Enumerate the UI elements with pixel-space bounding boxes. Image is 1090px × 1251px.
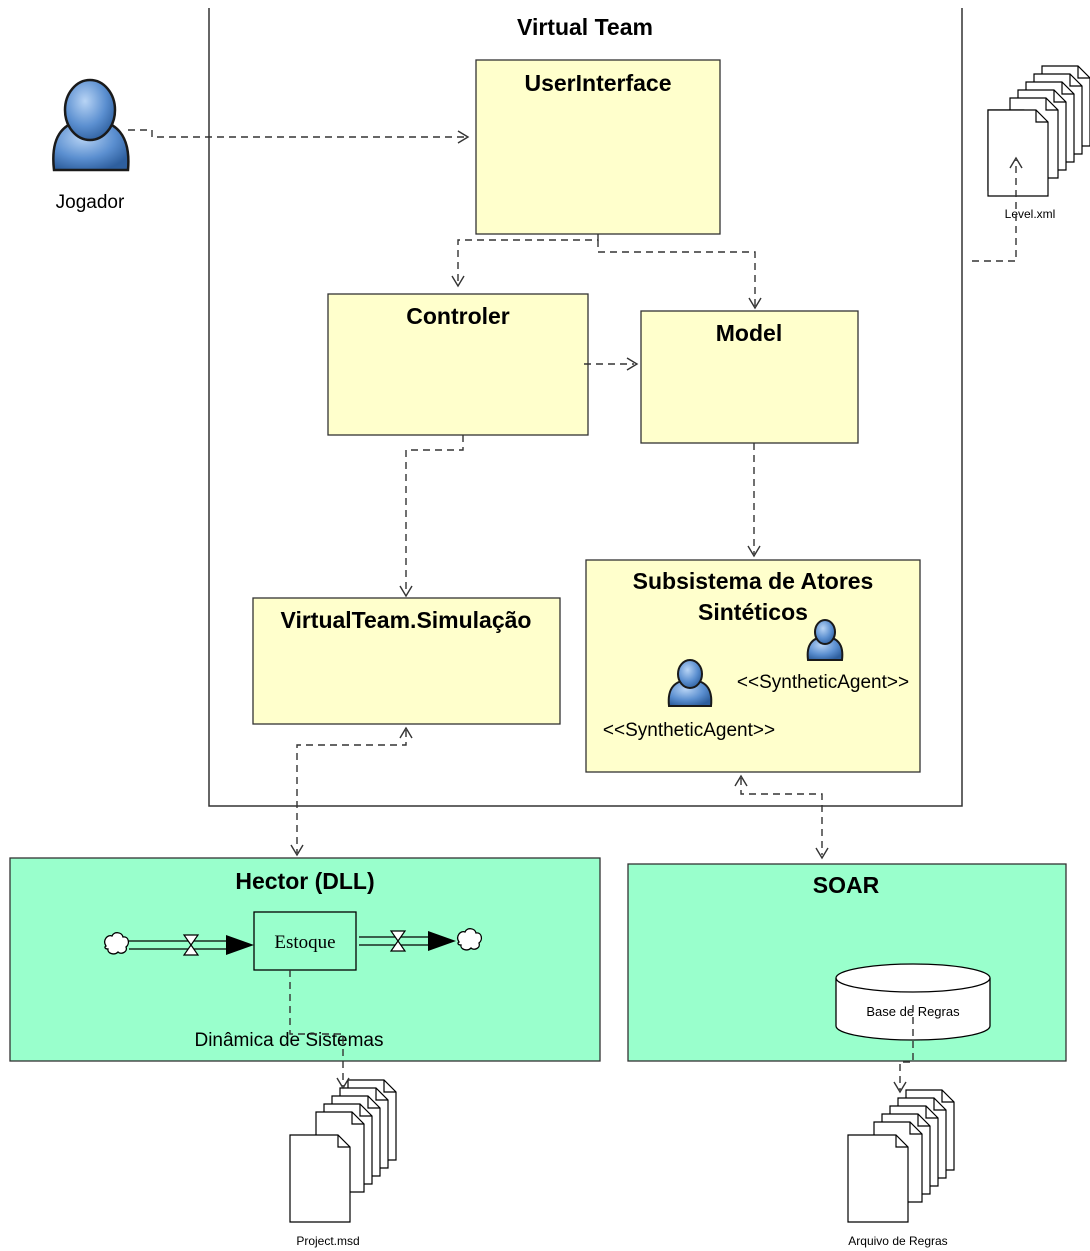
hector-box: Hector (DLL) Estoque Dinâmica de Sistema… <box>9 857 601 1062</box>
user-interface-box: UserInterface <box>475 59 721 235</box>
soar-title: SOAR <box>813 872 880 898</box>
stock-label: Estoque <box>274 932 335 953</box>
jogador-actor: Jogador <box>52 78 130 213</box>
hector-caption: Dinâmica de Sistemas <box>194 1030 383 1051</box>
controler-box: Controler <box>327 293 589 436</box>
connectors <box>128 129 1023 1094</box>
project-file-stack: Project.msd <box>289 1079 397 1248</box>
jogador-label: Jogador <box>56 192 125 213</box>
model-title: Model <box>716 320 782 346</box>
project-file-label: Project.msd <box>296 1234 359 1248</box>
user-interface-title: UserInterface <box>524 70 671 96</box>
rules-file-label: Arquivo de Regras <box>848 1234 947 1248</box>
subsistema-title-line2: Sintéticos <box>698 599 808 625</box>
agent-label-2: <<SyntheticAgent>> <box>603 720 775 741</box>
level-file-label: Level.xml <box>1005 207 1056 221</box>
subsistema-box: Subsistema de Atores Sintéticos <<Synthe… <box>585 559 921 773</box>
agent-label-1: <<SyntheticAgent>> <box>737 672 909 693</box>
subsistema-title-line1: Subsistema de Atores <box>633 568 874 594</box>
rules-file-stack: Arquivo de Regras <box>847 1089 955 1248</box>
hector-title: Hector (DLL) <box>235 868 374 894</box>
soar-box: SOAR Base de Regras <box>627 863 1067 1062</box>
agent-icon <box>806 619 844 661</box>
agent-icon <box>667 659 713 707</box>
container-title: Virtual Team <box>517 14 653 40</box>
user-icon <box>52 78 130 172</box>
simulacao-box: VirtualTeam.Simulação <box>252 597 561 725</box>
stock-box <box>253 911 357 971</box>
level-file-stack: Level.xml <box>987 65 1090 221</box>
database-icon <box>835 963 991 1041</box>
model-box: Model <box>640 310 859 444</box>
virtual-team-container: Virtual Team <box>208 8 963 807</box>
controler-title: Controler <box>406 303 510 329</box>
simulacao-title: VirtualTeam.Simulação <box>281 607 532 633</box>
